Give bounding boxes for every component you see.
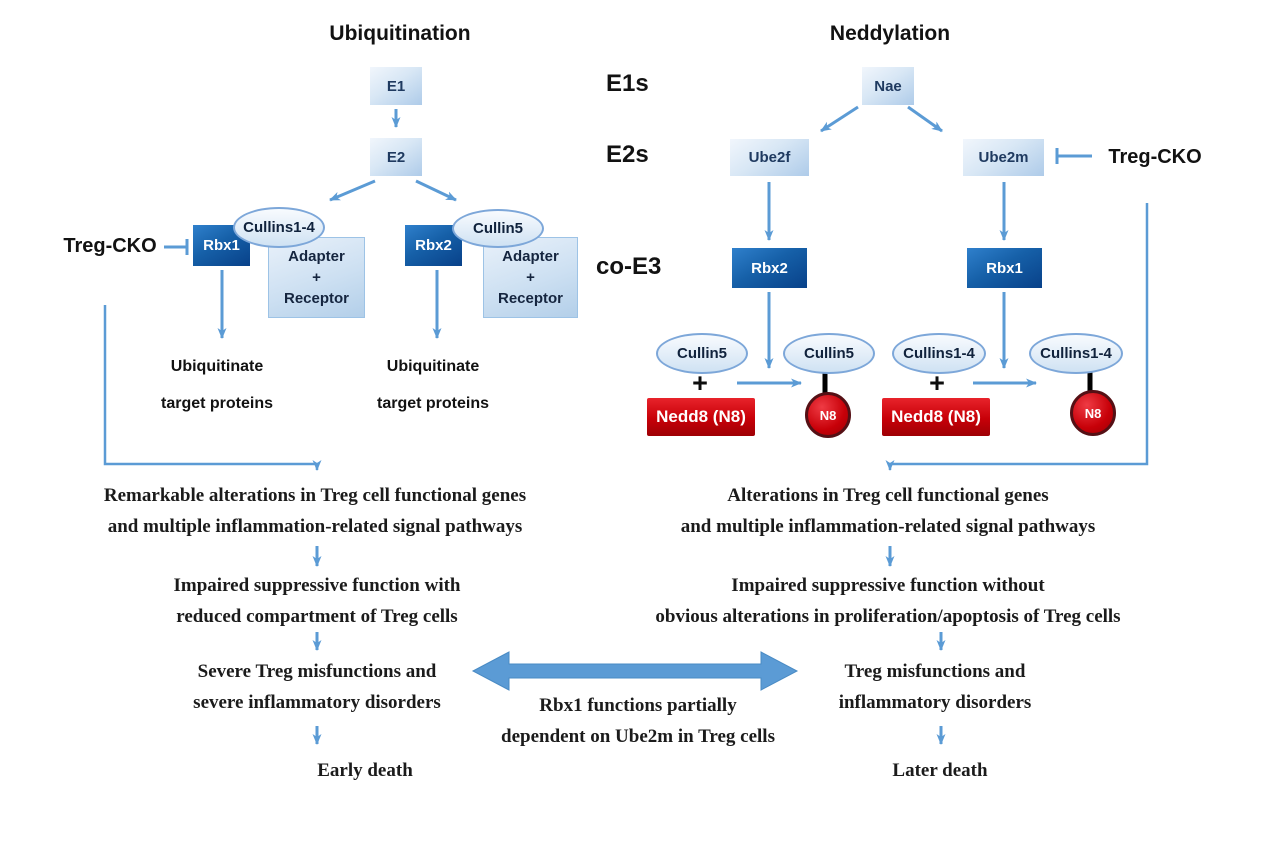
flow-line: and multiple inflammation-related signal… <box>107 516 523 537</box>
stage-label-e1s: E1s <box>606 70 649 97</box>
center-note-line-1: Rbx1 functions partially <box>539 695 737 716</box>
arrow-e2-complex1 <box>329 179 376 202</box>
flow-line: Severe Treg misfunctions and <box>197 661 437 682</box>
plus-line: + <box>526 269 535 286</box>
arrow-nae-ube2m <box>907 105 943 133</box>
e1-box: E1 <box>370 67 422 105</box>
center-note-line-2: dependent on Ube2m in Treg cells <box>501 726 775 747</box>
ubiquitinate-outcome-right: Ubiquitinate target proteins <box>377 348 489 422</box>
flow-line: Remarkable alterations in Treg cell func… <box>103 485 527 506</box>
elbow-left-to-flow <box>103 305 322 471</box>
left-flow-step-2: Impaired suppressive function with reduc… <box>174 570 461 632</box>
center-note: Rbx1 functions partially dependent on Ub… <box>501 690 775 752</box>
ube2m-box: Ube2m <box>963 139 1044 176</box>
right-flow-step-3: Treg misfunctions and inflammatory disor… <box>839 656 1032 718</box>
left-flow-step-4: Early death <box>317 760 413 781</box>
receptor-line: Receptor <box>497 290 564 307</box>
flow-line: and multiple inflammation-related signal… <box>680 516 1096 537</box>
plus-line: + <box>312 269 321 286</box>
outcome-line-1: Ubiquitinate <box>386 358 480 375</box>
adapter-line: Adapter <box>288 248 345 265</box>
left-flow-step-3: Severe Treg misfunctions and severe infl… <box>193 656 441 718</box>
e2-box: E2 <box>370 138 422 176</box>
arrow-nae-ube2f <box>820 105 859 133</box>
stage-label-co-e3: co-E3 <box>596 253 662 280</box>
cullins1-4-product-ellipse: Cullins1-4 <box>1029 333 1123 374</box>
neddylation-title: Neddylation <box>829 22 951 45</box>
right-flow-step-1: Alterations in Treg cell functional gene… <box>681 480 1096 542</box>
rbx1-box-right: Rbx1 <box>967 248 1042 288</box>
ube2f-box: Ube2f <box>730 139 809 176</box>
flow-line: reduced compartment of Treg cells <box>176 606 458 627</box>
double-headed-arrow <box>471 651 799 691</box>
receptor-line: Receptor <box>283 290 350 307</box>
flow-line: Impaired suppressive function without <box>731 575 1045 596</box>
outcome-line-2: target proteins <box>160 395 274 412</box>
adapter-receptor-box-2: Adapter + Receptor <box>483 237 578 318</box>
arrow-e2-complex2 <box>415 179 457 202</box>
right-flow-step-4: Later death <box>892 760 988 781</box>
cullins1-4-ellipse-left: Cullins1-4 <box>233 207 325 248</box>
elbow-right-to-flow <box>885 203 1149 471</box>
adapter-receptor-box-1: Adapter + Receptor <box>268 237 365 318</box>
treg-cko-label-right: Treg-CKO <box>1108 146 1202 168</box>
cullin5-product-ellipse: Cullin5 <box>783 333 875 374</box>
flow-line: Alterations in Treg cell functional gene… <box>727 485 1049 506</box>
nedd8-box-1: Nedd8 (N8) <box>647 398 755 436</box>
cullin5-substrate-ellipse: Cullin5 <box>656 333 748 374</box>
n8-badge-2: N8 <box>1070 390 1116 436</box>
rbx2-box-right: Rbx2 <box>732 248 807 288</box>
flow-line: Treg misfunctions and <box>844 661 1026 682</box>
cullins1-4-substrate-ellipse: Cullins1-4 <box>892 333 986 374</box>
cullin5-ellipse-left: Cullin5 <box>452 209 544 248</box>
left-flow-step-1: Remarkable alterations in Treg cell func… <box>104 480 526 542</box>
flow-line: obvious alterations in proliferation/apo… <box>655 606 1121 627</box>
treg-cko-label-left: Treg-CKO <box>63 235 157 257</box>
ubiquitination-title: Ubiquitination <box>329 22 471 45</box>
stage-label-e2s: E2s <box>606 141 649 168</box>
plus-sign-2: + <box>929 368 945 398</box>
flow-line: inflammatory disorders <box>838 692 1032 713</box>
flow-line: Impaired suppressive function with <box>173 575 461 596</box>
plus-sign-1: + <box>692 368 708 398</box>
right-flow-step-2: Impaired suppressive function without ob… <box>655 570 1120 632</box>
nae-box: Nae <box>862 67 914 105</box>
outcome-line-2: target proteins <box>376 395 490 412</box>
adapter-line: Adapter <box>502 248 559 265</box>
outcome-line-1: Ubiquitinate <box>170 358 264 375</box>
n8-badge-1: N8 <box>805 392 851 438</box>
ubiquitinate-outcome-left: Ubiquitinate target proteins <box>161 348 273 422</box>
flow-line: severe inflammatory disorders <box>193 692 441 713</box>
nedd8-box-2: Nedd8 (N8) <box>882 398 990 436</box>
